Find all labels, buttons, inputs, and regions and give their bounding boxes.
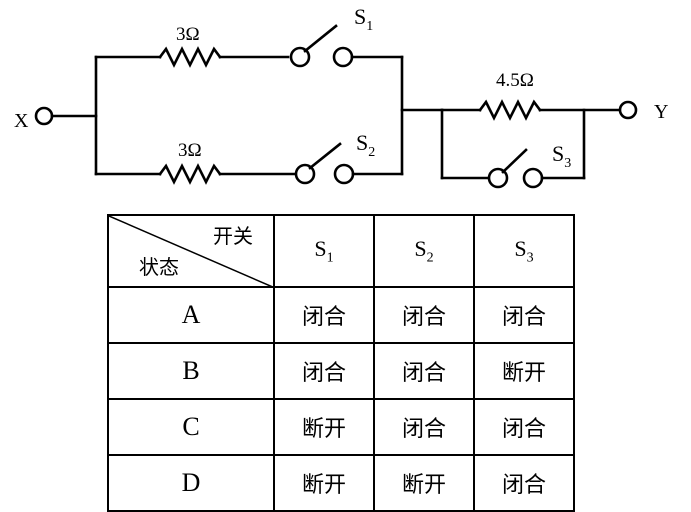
- table-header-row: 开关 状态 S1 S2 S3: [107, 214, 575, 288]
- state-label: B: [107, 342, 275, 400]
- table-row: C 断开 闭合 闭合: [107, 398, 575, 456]
- table-cell: 断开: [473, 342, 575, 400]
- terminal-x-label: X: [14, 110, 29, 132]
- column-header-s1: S1: [273, 214, 375, 288]
- switch-s3-label: S3: [552, 141, 571, 171]
- table-cell: 断开: [273, 454, 375, 512]
- switch-state-table: 开关 状态 S1 S2 S3 A 闭合 闭合 闭合 B 闭合 闭合 断开 C 断…: [107, 214, 575, 512]
- switch-s2-blade: [308, 142, 342, 170]
- terminal-y: [618, 100, 638, 120]
- resistor-r2: [158, 163, 222, 185]
- table-cell: 断开: [373, 454, 475, 512]
- resistor-r3-label: 4.5Ω: [496, 70, 534, 91]
- switch-s3-blade: [501, 148, 528, 174]
- table-cell: 闭合: [373, 286, 475, 344]
- resistor-r3: [478, 99, 542, 121]
- switch-s1-contact-left: [289, 46, 311, 68]
- state-label: A: [107, 286, 275, 344]
- table-row: B 闭合 闭合 断开: [107, 342, 575, 400]
- terminal-x: [34, 106, 54, 126]
- table-row: D 断开 断开 闭合: [107, 454, 575, 512]
- switch-s3-contact-left: [487, 167, 509, 189]
- switch-s2-label: S2: [356, 130, 375, 160]
- switch-s1-blade: [303, 24, 338, 53]
- circuit-diagram: X 3Ω S1 3Ω S2 4.5Ω S3 Y: [14, 4, 668, 189]
- table-cell: 闭合: [273, 342, 375, 400]
- table-cell: 闭合: [373, 342, 475, 400]
- table-cell: 断开: [273, 398, 375, 456]
- switch-s3-contact-right: [522, 167, 544, 189]
- corner-label-state: 状态: [139, 255, 179, 279]
- resistor-r1: [158, 46, 222, 68]
- resistor-r2-label: 3Ω: [178, 140, 202, 161]
- corner-label-switch: 开关: [213, 224, 253, 248]
- terminal-y-label: Y: [654, 101, 668, 123]
- corner-diagonal: [109, 216, 275, 288]
- switch-s2-contact-right: [333, 163, 355, 185]
- resistor-r1-label: 3Ω: [176, 24, 200, 45]
- table-row: A 闭合 闭合 闭合: [107, 286, 575, 344]
- table-cell: 闭合: [473, 454, 575, 512]
- switch-s2-contact-left: [294, 163, 316, 185]
- table-cell: 闭合: [473, 398, 575, 456]
- state-label: D: [107, 454, 275, 512]
- switch-s1-contact-right: [332, 46, 354, 68]
- column-header-s3: S3: [473, 214, 575, 288]
- table-cell: 闭合: [273, 286, 375, 344]
- table-cell: 闭合: [373, 398, 475, 456]
- state-label: C: [107, 398, 275, 456]
- switch-s1-label: S1: [354, 4, 373, 34]
- column-header-s2: S2: [373, 214, 475, 288]
- table-corner-cell: 开关 状态: [107, 214, 275, 288]
- table-cell: 闭合: [473, 286, 575, 344]
